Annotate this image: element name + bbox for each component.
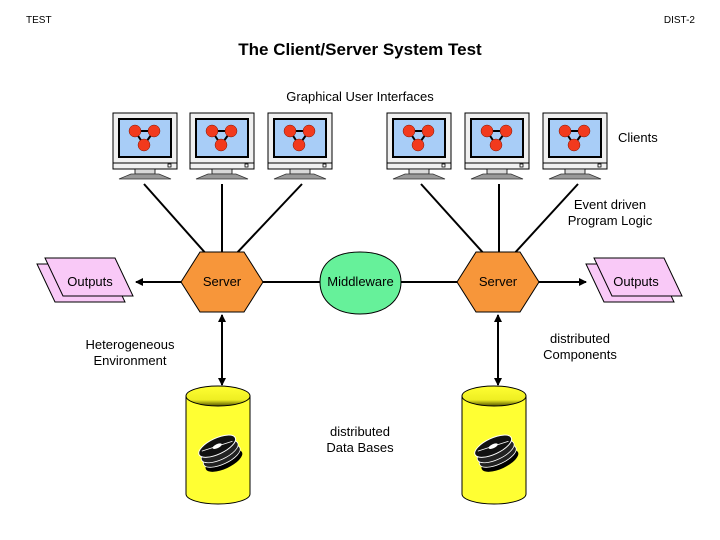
event-driven-line1: Event driven xyxy=(573,197,647,212)
client-monitor-4[interactable] xyxy=(386,112,452,180)
page-title: The Client/Server System Test xyxy=(238,40,482,59)
event-driven-label: Event driven Program Logic xyxy=(555,197,665,229)
components-label: distributed Components xyxy=(530,331,630,363)
server-left-label: Server xyxy=(202,274,242,289)
heterogeneous-line1: Heterogeneous xyxy=(85,337,175,352)
database-left[interactable] xyxy=(185,385,251,505)
outputs-left-label: Outputs xyxy=(67,274,113,289)
components-line2: Components xyxy=(543,347,617,362)
client-monitor-3[interactable] xyxy=(267,112,333,180)
gui-label: Graphical User Interfaces xyxy=(286,89,434,104)
databases-label: distributed Data Bases xyxy=(310,424,410,456)
databases-line2: Data Bases xyxy=(326,440,394,455)
server-left-shape[interactable] xyxy=(180,251,264,313)
components-line1: distributed xyxy=(550,331,610,346)
server-right-shape[interactable] xyxy=(456,251,540,313)
middleware-label: Middleware xyxy=(327,274,394,289)
heterogeneous-label: Heterogeneous Environment xyxy=(75,337,185,369)
database-right[interactable] xyxy=(461,385,527,505)
databases-line1: distributed xyxy=(330,424,390,439)
client-monitor-2[interactable] xyxy=(189,112,255,180)
client-connections xyxy=(143,183,579,257)
header-left: TEST xyxy=(26,15,52,26)
middleware-shape[interactable] xyxy=(319,251,402,315)
client-monitor-6[interactable] xyxy=(542,112,608,180)
client-monitor-5[interactable] xyxy=(464,112,530,180)
server-right-label: Server xyxy=(478,274,518,289)
heterogeneous-line2: Environment xyxy=(93,353,167,368)
event-driven-line2: Program Logic xyxy=(567,213,653,228)
client-monitor-1[interactable] xyxy=(112,112,178,180)
header-right: DIST-2 xyxy=(663,15,695,26)
outputs-right-label: Outputs xyxy=(613,274,659,289)
clients-label: Clients xyxy=(618,130,658,145)
